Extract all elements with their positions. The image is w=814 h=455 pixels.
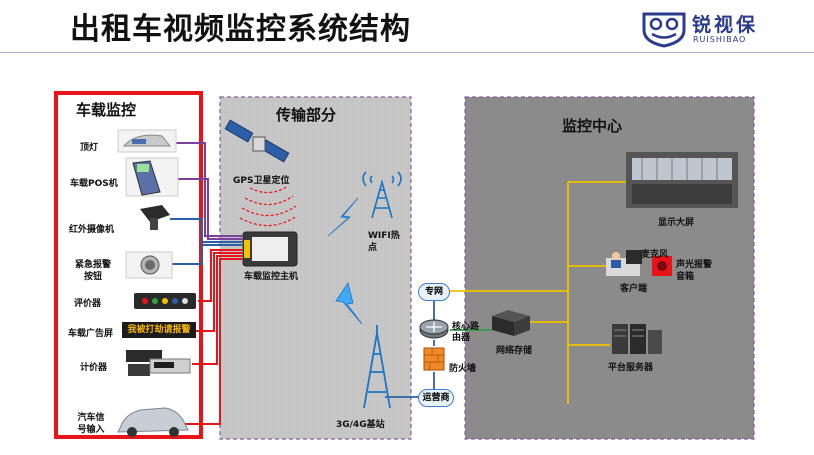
link-pos	[178, 178, 242, 240]
core-router-image	[419, 319, 449, 339]
brand-name: 锐视保	[692, 14, 759, 36]
label-vehicle-host: 车载监控主机	[244, 272, 299, 282]
car-image	[117, 407, 189, 437]
roof-light-image	[117, 129, 177, 153]
brand-name-en: RUISHIBAO	[693, 35, 747, 44]
transmission-panel-title: 传输部分	[276, 106, 337, 124]
gps-signal-arcs	[239, 185, 298, 227]
alarm-speaker-image	[652, 256, 672, 276]
wifi-tower-image	[362, 171, 402, 219]
label-platform-server: 平台服务器	[608, 363, 654, 373]
link-alarm-button	[170, 244, 242, 265]
label-ad-screen: 车载广告屏	[68, 329, 114, 339]
pos-terminal-image	[125, 157, 179, 197]
firewall-image	[423, 347, 445, 371]
private-network-cloud: 专网	[418, 283, 450, 301]
label-pos-terminal: 车载POS机	[70, 179, 118, 189]
wireless-bolts	[327, 197, 363, 325]
device-links	[170, 142, 242, 425]
link-camera	[170, 218, 242, 243]
ad-screen-display: 我被打劫请报警	[122, 322, 196, 338]
label-client: 客户端	[620, 284, 648, 294]
ruishibao-logo	[642, 12, 686, 48]
vehicle-panel-title: 车载监控	[76, 101, 137, 119]
cell-tower-image	[363, 325, 391, 409]
link-roof-light	[176, 142, 242, 237]
network-storage-image	[492, 310, 530, 336]
link-meter	[192, 255, 242, 365]
label-core-router: 核心路 由器	[452, 322, 480, 343]
label-roof-light: 顶灯	[80, 143, 99, 153]
network-links	[385, 181, 630, 404]
display-wall-image	[626, 152, 738, 208]
label-emergency-button: 紧急报警 按钮	[74, 260, 111, 282]
meter-image	[126, 350, 191, 376]
label-vehicle-signal-input: 汽车信 号输入	[77, 413, 105, 435]
infrared-camera-image	[140, 205, 170, 230]
link-ad-screen	[196, 252, 242, 332]
label-meter: 计价器	[80, 363, 108, 373]
page-title: 出租车视频监控系统结构	[70, 12, 411, 47]
gps-satellite-image	[224, 119, 290, 163]
label-alarm-speaker: 声光报警 音箱	[676, 260, 713, 282]
link-vehicle-signal	[182, 258, 242, 425]
emergency-button-image	[125, 251, 173, 279]
center-panel-title: 监控中心	[562, 117, 623, 135]
evaluator-image	[134, 293, 196, 309]
label-infrared-camera: 红外摄像机	[69, 225, 115, 235]
label-display-wall: 显示大屏	[658, 218, 695, 228]
client-workstation-image	[606, 250, 642, 276]
label-gps: GPS卫星定位	[233, 176, 290, 186]
label-microphone: 麦克风	[641, 250, 669, 260]
label-cell-tower: 3G/4G基站	[336, 420, 385, 430]
header-divider	[0, 52, 814, 53]
label-firewall: 防火墙	[449, 364, 477, 374]
transmission-panel	[219, 96, 412, 440]
label-network-storage: 网络存储	[496, 346, 533, 356]
vehicle-host-image	[242, 231, 298, 267]
link-evaluator	[198, 249, 242, 302]
label-evaluator: 评价器	[74, 299, 102, 309]
carrier-cloud: 运营商	[418, 389, 454, 407]
platform-server-image	[612, 324, 662, 354]
label-wifi: WIFI热 点	[368, 231, 400, 253]
